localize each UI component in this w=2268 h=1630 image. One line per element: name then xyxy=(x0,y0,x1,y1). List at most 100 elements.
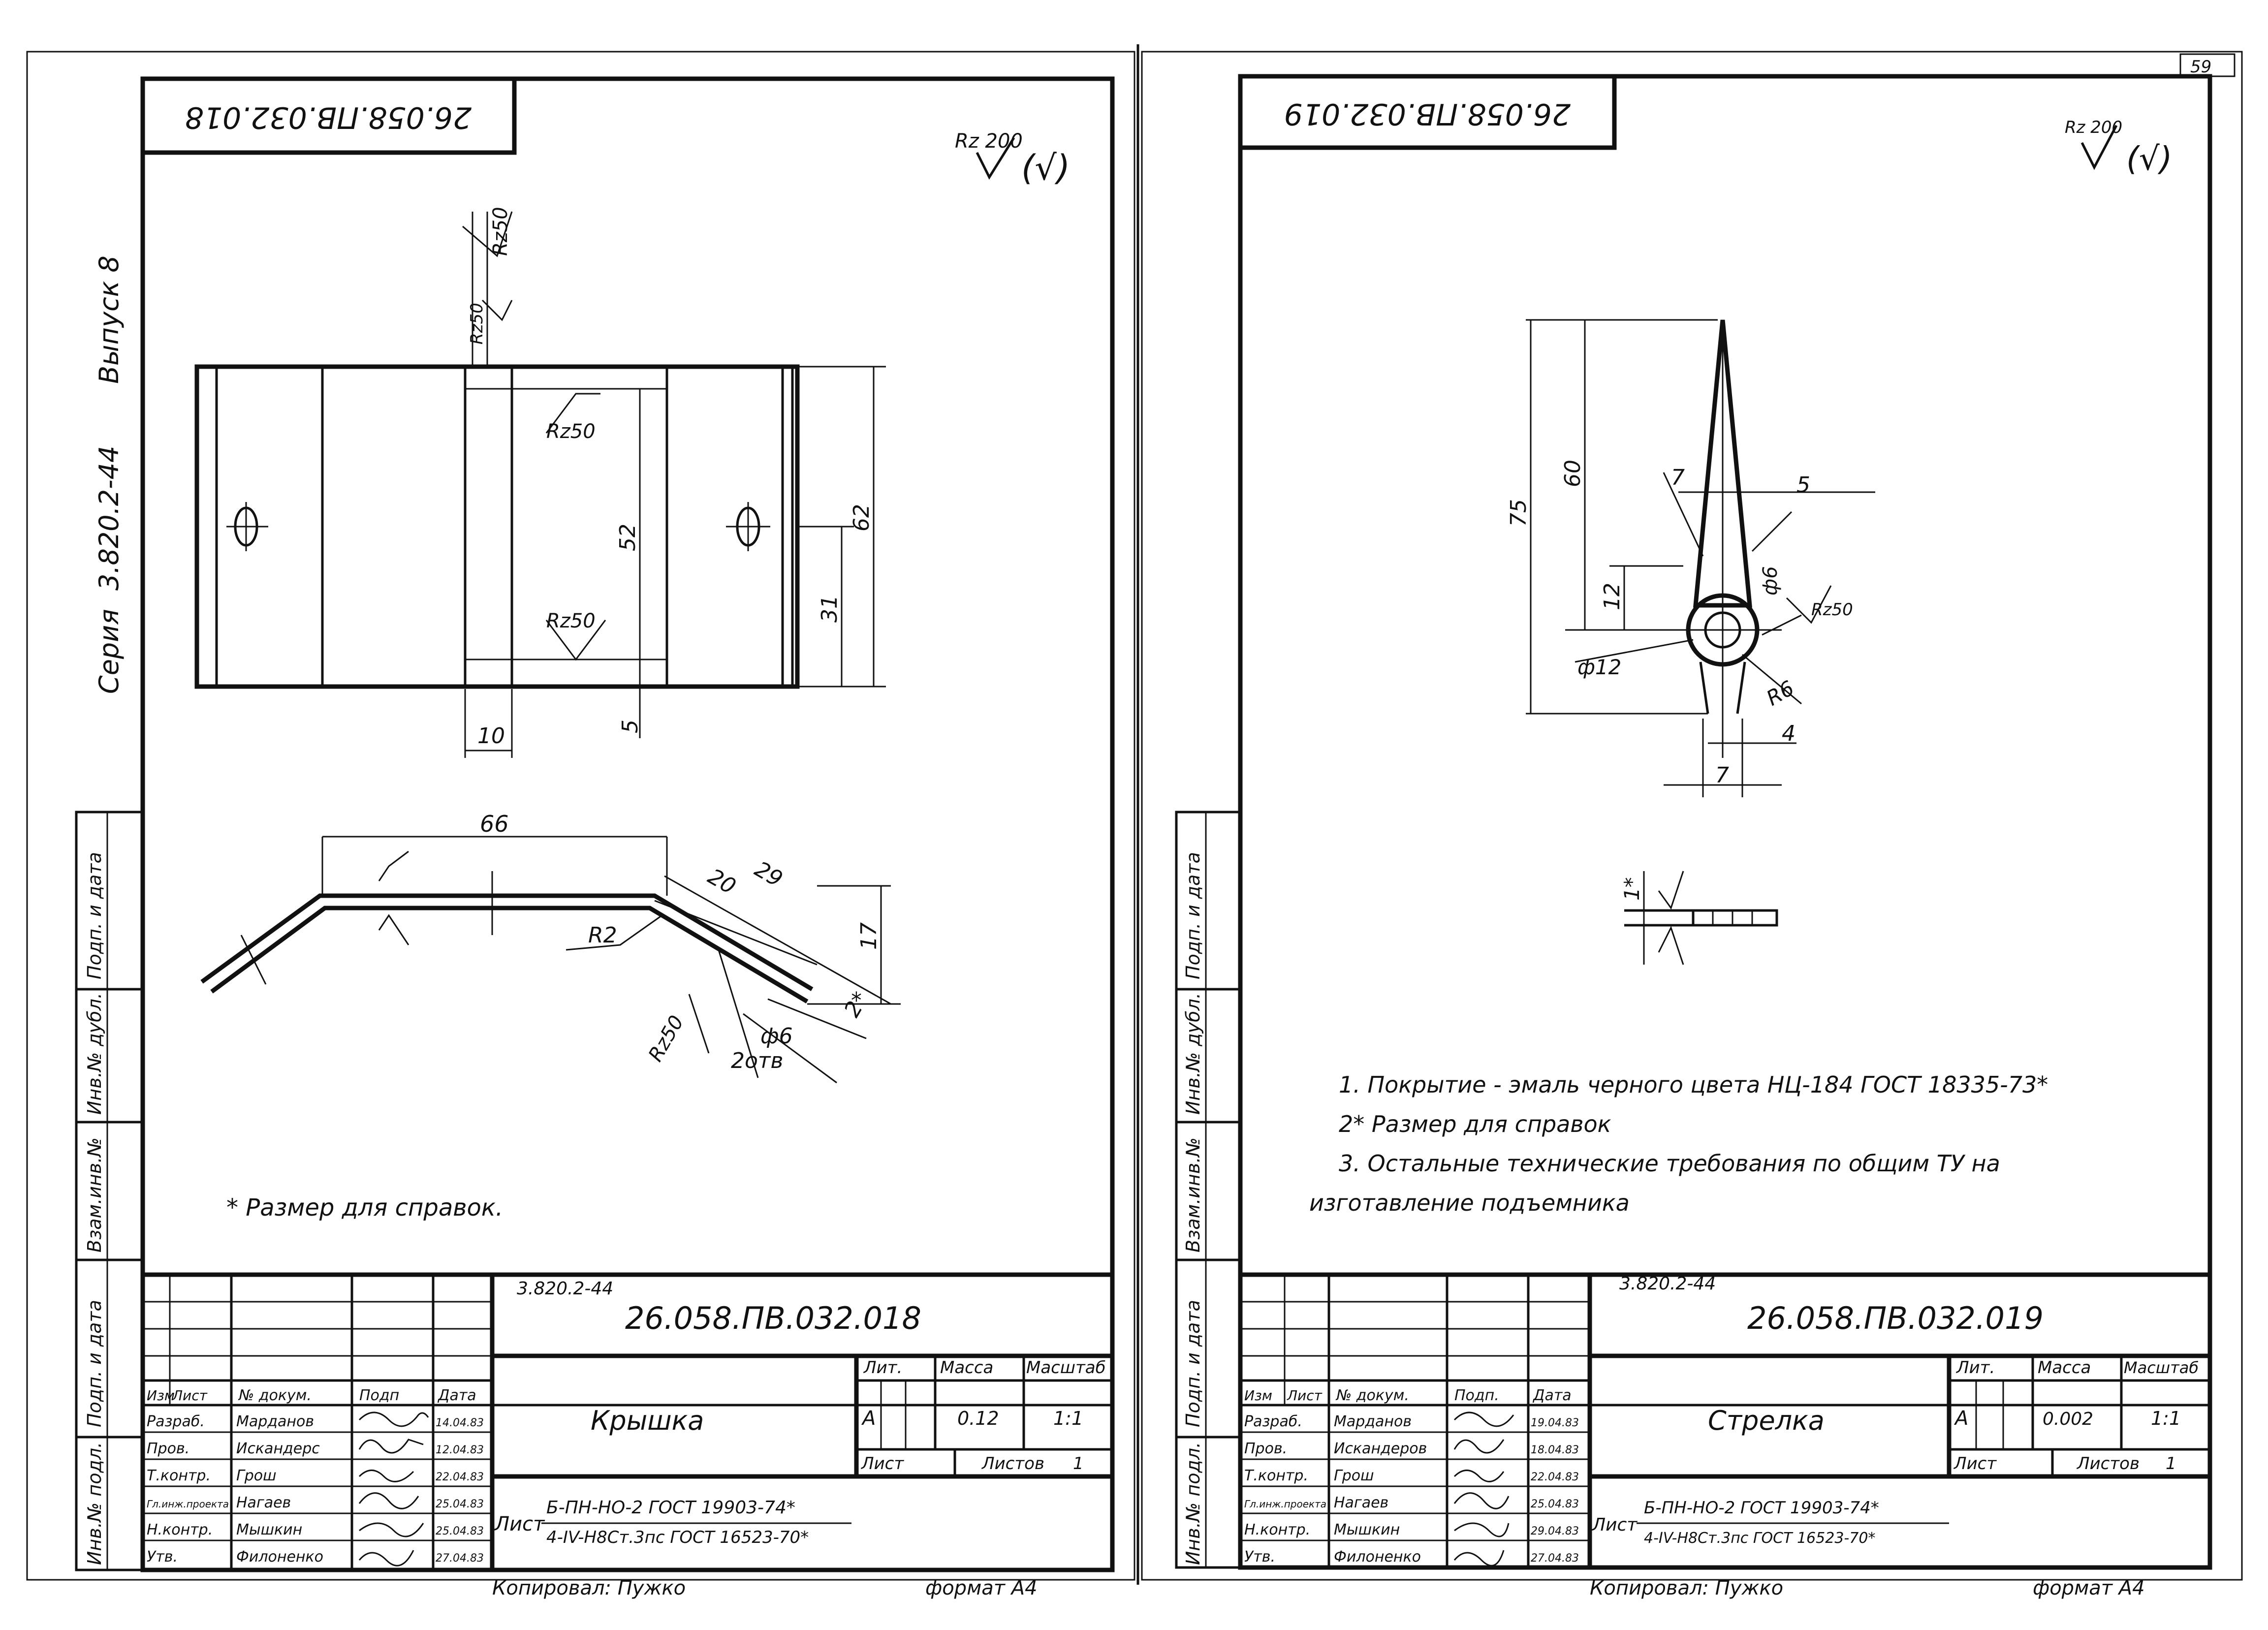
right-tb-name-5: Филоненко xyxy=(1334,1548,1421,1566)
left-dim-rz50-c: Rz50 xyxy=(546,420,596,443)
left-tb-name-3: Нагаев xyxy=(236,1494,291,1511)
left-tb-head-0: Изм xyxy=(147,1387,175,1404)
right-tb-head-1: Лист xyxy=(1287,1387,1323,1404)
r-side-stamp-1: Подп. и дата xyxy=(1182,852,1204,979)
right-tb-date-5: 27.04.83 xyxy=(1531,1552,1579,1565)
right-tb-name-0: Марданов xyxy=(1334,1413,1412,1430)
left-dim-rz50-a: Rz50 xyxy=(489,207,512,256)
left-dim-r2: R2 xyxy=(588,923,617,948)
r-dim-5: 5 xyxy=(1796,472,1810,498)
r-dim-r6: R6 xyxy=(1763,676,1798,710)
left-tb-role-4: Н.контр. xyxy=(147,1521,213,1538)
right-note-1: 1. Покрытие - эмаль черного цвета НЦ-184… xyxy=(1339,1071,2048,1098)
right-tb-sheets-label: Листов xyxy=(2076,1454,2140,1473)
left-tb-role-5: Утв. xyxy=(147,1548,178,1566)
left-tb-date-3: 25.04.83 xyxy=(436,1498,484,1510)
left-dim-rz50-b: Rz50 xyxy=(467,303,487,345)
right-tb-scale: 1:1 xyxy=(2151,1408,2181,1429)
left-tb-name-1: Искандерс xyxy=(236,1440,320,1457)
page-number-box: 59 xyxy=(2179,53,2236,77)
series-value: 3.820.2-44 xyxy=(94,446,125,591)
right-tb-head-2: № докум. xyxy=(1335,1387,1409,1404)
left-tb-copied: Копировал: Пужко xyxy=(492,1577,686,1599)
r-dim-12: 12 xyxy=(1600,583,1625,610)
left-dim-2otv: 2отв xyxy=(731,1048,783,1073)
right-tb-name-4: Мышкин xyxy=(1334,1521,1400,1538)
left-tb-date-4: 25.04.83 xyxy=(436,1525,484,1537)
left-tb-material-2: 4-IV-Н8Ст.3пс ГОСТ 16523-70* xyxy=(546,1528,809,1547)
left-title-block: 3.820.2-44 26.058.ПВ.032.018 Крышка Лит.… xyxy=(143,1272,1112,1599)
right-tb-mass-label: Масса xyxy=(2038,1358,2091,1378)
left-tb-date-1: 12.04.83 xyxy=(436,1444,484,1456)
right-inner-frame xyxy=(1238,74,2212,1570)
right-tb-sheet-label: Лист xyxy=(1953,1454,1997,1473)
r-side-stamp-2: Инв.№ дубл. xyxy=(1182,993,1204,1115)
left-dim-29: 29 xyxy=(751,856,787,892)
side-stamp-3: Взам.инв.№ xyxy=(84,1137,105,1253)
series-label: Серия xyxy=(94,609,125,694)
left-dim-62: 62 xyxy=(849,504,874,532)
r-dim-1star: 1* xyxy=(1620,877,1644,901)
r-side-stamp-5: Инв.№ подл. xyxy=(1182,1442,1204,1565)
side-stamp-1: Подп. и дата xyxy=(84,852,105,979)
left-tb-sheets: 1 xyxy=(1073,1454,1084,1473)
right-tb-scale-label: Масштаб xyxy=(2124,1358,2199,1377)
right-notes: 1. Покрытие - эмаль черного цвета НЦ-184… xyxy=(1309,1071,2048,1216)
right-tb-head-3: Подп. xyxy=(1454,1387,1499,1404)
r-dim-75: 75 xyxy=(1506,499,1531,527)
right-tb-lit: А xyxy=(1953,1407,1968,1430)
right-note-4: изготавление подъемника xyxy=(1309,1190,1630,1216)
left-tb-name-2: Грош xyxy=(236,1467,277,1484)
left-side-stamp: Подп. и дата Инв.№ дубл. Взам.инв.№ Подп… xyxy=(75,811,144,1571)
left-dim-rz50-e: Rz50 xyxy=(644,1012,689,1066)
left-roughness-general: Rz 200 (√) xyxy=(955,130,1070,188)
right-tb-role-4: Н.контр. xyxy=(1244,1521,1310,1538)
r-dim-f12: ф12 xyxy=(1577,655,1621,679)
left-dim-10: 10 xyxy=(477,723,505,749)
right-top-code-box: 26.058.ПВ.032.019 xyxy=(1238,74,1617,150)
right-tb-date-3: 25.04.83 xyxy=(1531,1498,1579,1510)
r-dim-7a: 7 xyxy=(1671,465,1685,490)
right-tb-role-1: Пров. xyxy=(1244,1440,1287,1457)
signature-2 xyxy=(358,1470,414,1482)
left-tb-name-5: Филоненко xyxy=(236,1548,323,1566)
left-tb-material-1: Б-ПН-НО-2 ГОСТ 19903-74* xyxy=(546,1498,795,1518)
right-tb-role-0: Разраб. xyxy=(1244,1413,1302,1430)
right-title-block: 3.820.2-44 26.058.ПВ.032.019 Стрелка Лит… xyxy=(1240,1272,2210,1599)
left-tb-head-2: № докум. xyxy=(238,1387,312,1404)
side-stamp-4: Подп. и дата xyxy=(84,1300,105,1427)
right-tb-series: 3.820.2-44 xyxy=(1619,1274,1716,1294)
right-tb-sheets: 1 xyxy=(2166,1454,2176,1473)
page-number: 59 xyxy=(2190,57,2211,77)
signature-5 xyxy=(358,1550,414,1567)
r-dim-4: 4 xyxy=(1782,721,1796,746)
right-tb-name-2: Грош xyxy=(1334,1467,1374,1484)
left-tb-head-4: Дата xyxy=(437,1387,476,1404)
left-series-label: Серия 3.820.2-44 Выпуск 8 xyxy=(94,255,125,694)
r-signature-2 xyxy=(1453,1470,1505,1482)
right-tb-material-label: Лист xyxy=(1591,1515,1638,1535)
right-sheet: 26.058.ПВ.032.019 Rz 200 (√) Подп. и дат… xyxy=(1175,74,2212,1599)
left-plan-view: Rz50 Rz50 Rz50 52 62 31 Rz50 5 10 xyxy=(194,207,886,758)
right-tb-material-1: Б-ПН-НО-2 ГОСТ 19903-74* xyxy=(1644,1498,1879,1518)
left-tb-material-label: Лист xyxy=(494,1513,545,1536)
left-dim-5: 5 xyxy=(618,720,643,733)
left-tb-head-1: Лист xyxy=(172,1387,208,1404)
left-dim-20: 20 xyxy=(704,864,740,899)
right-tb-date-2: 22.04.83 xyxy=(1531,1471,1579,1483)
r-signature-3 xyxy=(1453,1492,1510,1509)
left-dim-17: 17 xyxy=(856,922,882,950)
r-signature-1 xyxy=(1453,1439,1505,1454)
left-dim-66: 66 xyxy=(480,811,509,837)
left-tb-name: Крышка xyxy=(591,1405,704,1436)
r-dim-60: 60 xyxy=(1560,460,1585,487)
left-dim-f6: ф6 xyxy=(760,1024,793,1049)
left-tb-scale-label: Масштаб xyxy=(1026,1358,1106,1378)
right-tb-date-0: 19.04.83 xyxy=(1531,1417,1579,1429)
signature-4 xyxy=(359,1522,424,1537)
left-tb-sheets-label: Листов xyxy=(981,1454,1044,1473)
right-tb-copied: Копировал: Пужко xyxy=(1590,1577,1783,1599)
left-dim-2star: 2* xyxy=(839,988,873,1022)
r-dim-7b: 7 xyxy=(1715,763,1729,788)
